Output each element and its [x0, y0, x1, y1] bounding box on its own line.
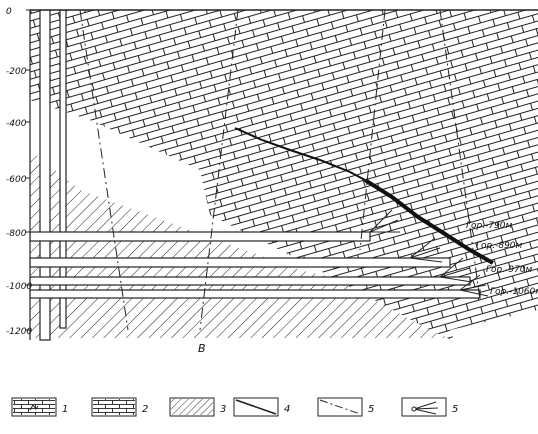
depth-tick-label: -800 — [6, 229, 27, 239]
level-label-l970: Гор.-970м — [486, 265, 533, 275]
unpatterned-zone — [450, 310, 538, 380]
legend-number: 3 — [220, 404, 226, 415]
legend-number: 5 — [368, 404, 374, 415]
faults — [79, 10, 481, 331]
legend-swatch-drill-fan — [401, 397, 447, 417]
legend-number: 5 — [452, 404, 458, 415]
level-label-l790: Гор.-790м — [466, 221, 513, 231]
section-marker: В — [198, 342, 206, 355]
hatched-rock-zone — [30, 10, 538, 338]
depth-tick-label: -400 — [6, 119, 27, 129]
legend-number: 4 — [284, 404, 290, 415]
depth-tick-label: -600 — [6, 175, 27, 185]
level-label-l1060: Гор.-1060м — [490, 287, 538, 297]
depth-tick-label: -1000 — [6, 282, 32, 292]
drill-fans — [369, 209, 489, 297]
depth-tick-label: 0 — [6, 7, 12, 17]
level-label-l890: Гор.-890м — [476, 241, 523, 251]
legend-number: 1 — [62, 404, 68, 415]
depth-tick-label: -1200 — [6, 327, 32, 337]
legend: 1 2 3 4 5 5 — [11, 397, 458, 417]
depth-axis: 0 -200 -400 -600 -800 -1000 -1200 — [6, 7, 32, 337]
brick-wedge — [200, 170, 538, 380]
ore-vein-upper — [234, 127, 366, 181]
legend-number: 2 — [142, 404, 148, 415]
upper-limestone-band — [30, 10, 538, 360]
auxiliary-shaft — [59, 10, 67, 329]
main-shaft — [39, 10, 51, 341]
depth-tick-label: -200 — [6, 67, 27, 77]
